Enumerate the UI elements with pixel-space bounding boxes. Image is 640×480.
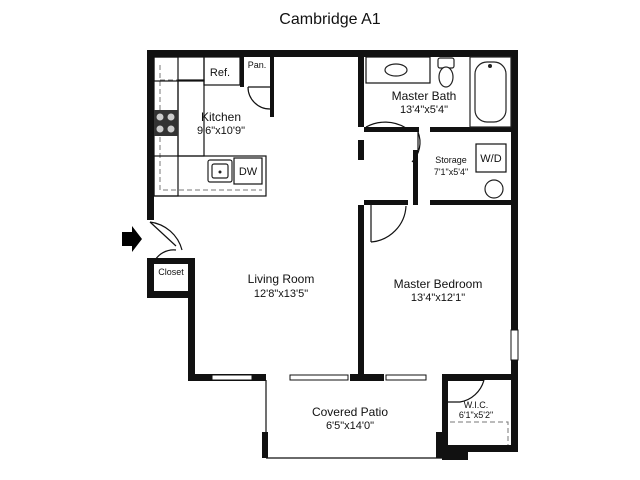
wic-name: W.I.C. [464, 400, 489, 410]
kitchen-name: Kitchen [201, 110, 241, 124]
storage-door [411, 131, 421, 163]
bath-door [365, 121, 407, 129]
washer-dryer [475, 143, 507, 173]
plan-title: Cambridge A1 [279, 11, 380, 28]
entry-door-swing [149, 221, 183, 251]
master-bedroom-name: Master Bedroom [394, 277, 483, 291]
pantry-door [247, 86, 271, 110]
wic-dim: 6'1"x5'2" [459, 410, 493, 420]
closet-label: Closet [158, 267, 184, 277]
master-bedroom-dim: 13'4"x12'1" [411, 292, 465, 304]
living-room-dim: 12'8"x13'5" [254, 288, 308, 300]
water-heater [484, 179, 504, 199]
toilet-icon [437, 57, 455, 88]
closet-door [153, 249, 177, 263]
bathtub-icon [469, 56, 512, 128]
covered-patio-name: Covered Patio [312, 405, 388, 419]
pantry-label: Pan. [248, 60, 267, 70]
master-bath-dim: 13'4"x5'4" [400, 104, 448, 116]
sink-icon [207, 159, 233, 183]
stove-icon [154, 110, 178, 136]
washer-dryer-label: W/D [480, 153, 501, 165]
wic-door [448, 379, 485, 403]
interior-walls [154, 57, 518, 380]
master-bath-name: Master Bath [392, 89, 457, 103]
entry-arrow-icon [122, 226, 142, 252]
storage-dim: 7'1"x5'4" [434, 167, 468, 177]
ref-label: Ref. [210, 67, 230, 79]
entry-door [149, 221, 177, 247]
kitchen-dim: 9'6"x10'9" [197, 125, 245, 137]
refrigerator [203, 56, 241, 86]
windows [211, 329, 519, 381]
bedroom-door [370, 205, 407, 243]
patio-outline [262, 380, 442, 459]
living-room-name: Living Room [248, 272, 315, 286]
dishwasher [233, 157, 263, 185]
vanity [365, 56, 431, 84]
covered-patio-dim: 6'5"x14'0" [326, 420, 374, 432]
storage-name: Storage [435, 155, 467, 165]
dishwasher-label: DW [239, 166, 258, 178]
